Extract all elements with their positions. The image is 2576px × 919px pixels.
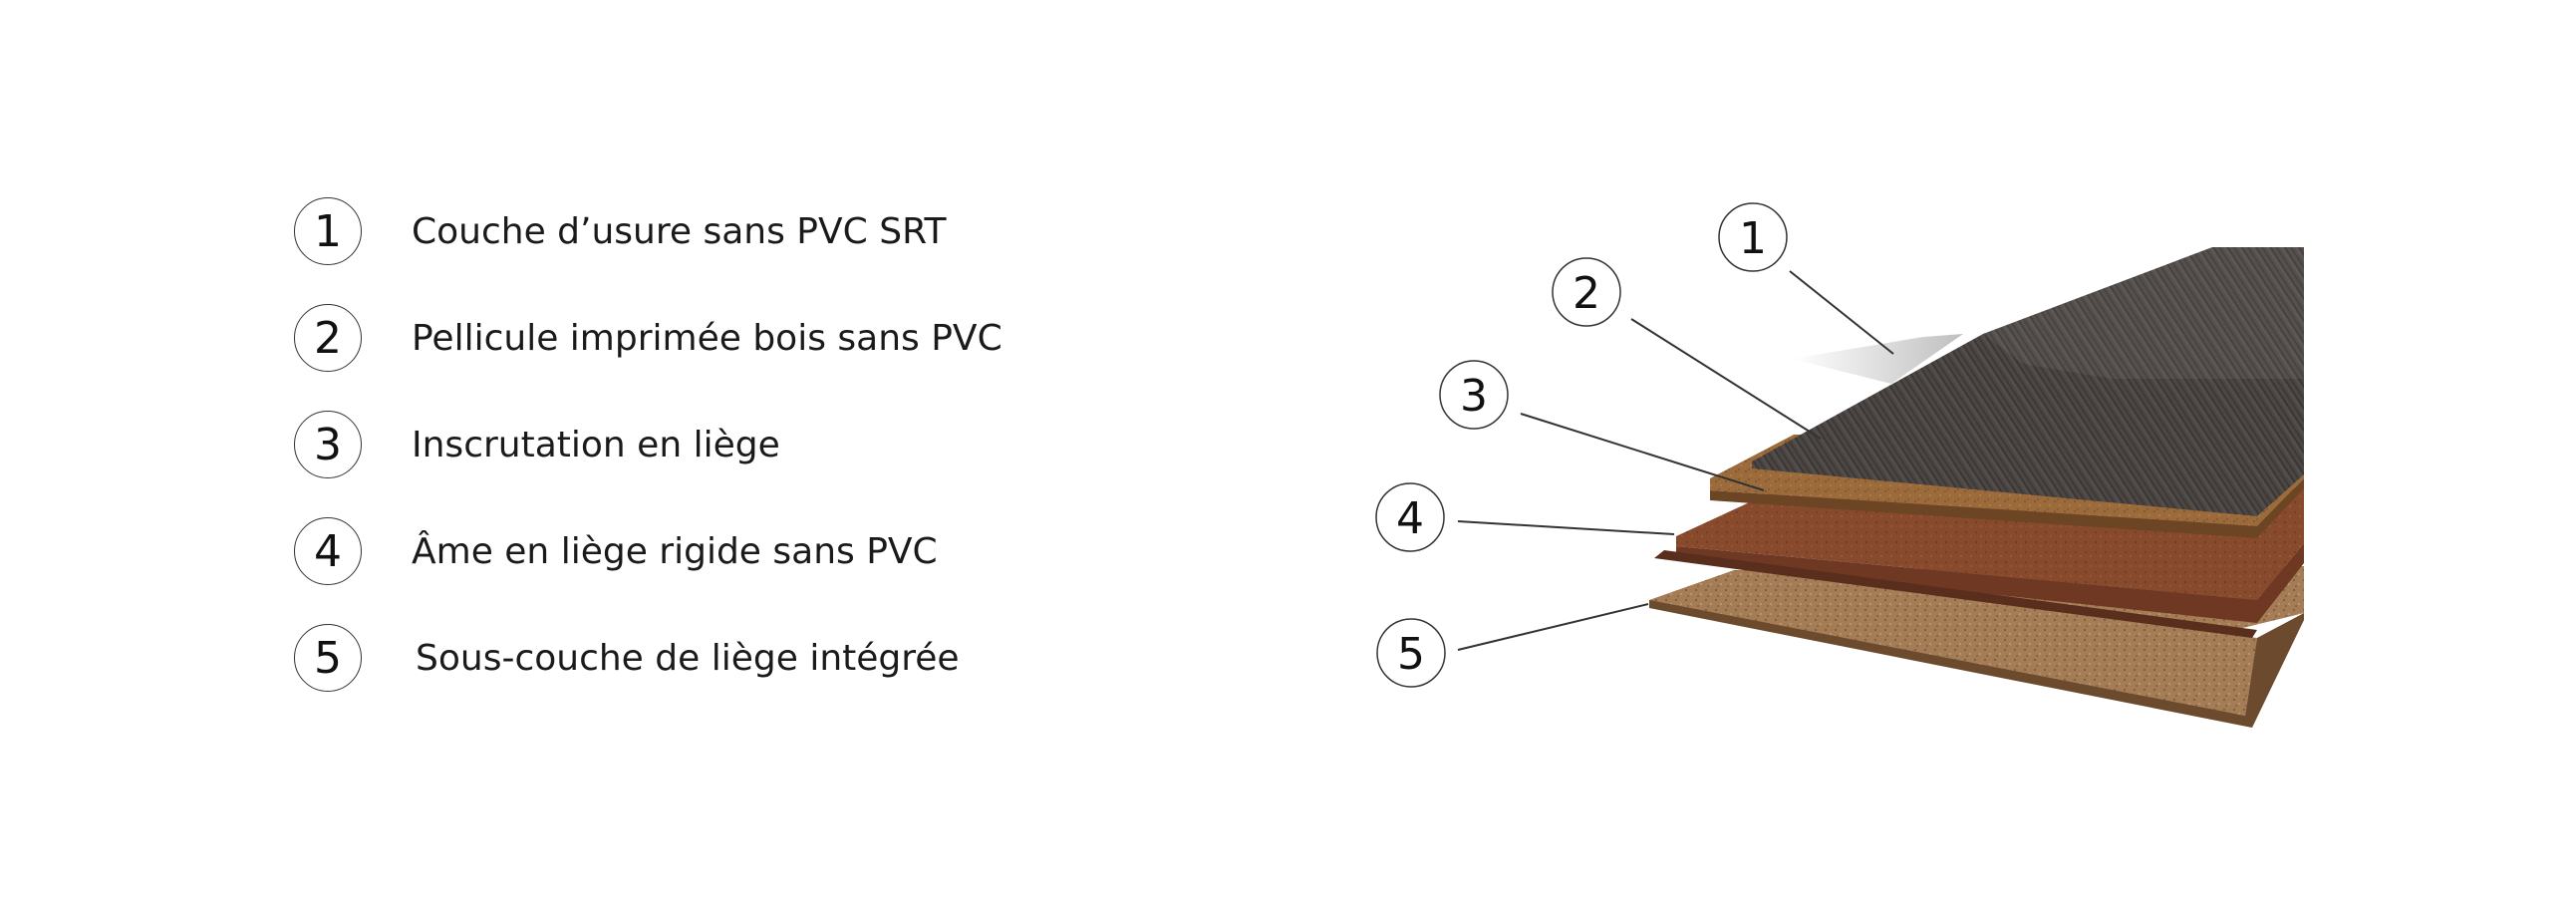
callout-5: 5: [1376, 618, 1446, 688]
callout-4: 4: [1375, 482, 1445, 552]
legend-number-badge: 2: [294, 304, 362, 372]
leader-line-5: [1457, 603, 1649, 651]
legend-number-badge: 4: [294, 517, 362, 585]
leader-lines: [1457, 270, 1894, 651]
layer-wood-film: [1752, 247, 2304, 516]
legend-label: Âme en liège rigide sans PVC: [412, 530, 938, 572]
legend-item-cork-underlay: 5 Sous-couche de liège intégrée: [294, 622, 960, 694]
leader-line-2: [1630, 318, 1822, 440]
legend-label: Pellicule imprimée bois sans PVC: [412, 317, 1002, 359]
legend-item-wear-layer: 1 Couche d’usure sans PVC SRT: [294, 195, 946, 267]
legend-item-printed-film: 2 Pellicule imprimée bois sans PVC: [294, 302, 1002, 374]
leader-line-4: [1457, 520, 1675, 535]
leader-line-3: [1520, 413, 1765, 491]
legend-label: Inscrutation en liège: [412, 424, 780, 465]
legend-label: Sous-couche de liège intégrée: [416, 637, 960, 679]
callout-number: 2: [1573, 268, 1600, 319]
floor-layers-illustration: 1 2 3 4 5: [1325, 169, 2342, 738]
legend-number-badge: 3: [294, 411, 362, 478]
callout-number: 1: [1739, 213, 1767, 264]
callout-number: 5: [1397, 629, 1425, 680]
callout-3: 3: [1439, 360, 1509, 430]
legend-number-badge: 1: [294, 197, 362, 265]
leader-line-1: [1789, 270, 1894, 355]
callout-number: 3: [1460, 371, 1488, 422]
callout-2: 2: [1552, 257, 1621, 327]
legend-item-cork-inlay: 3 Inscrutation en liège: [294, 409, 780, 480]
layer-legend: 1 Couche d’usure sans PVC SRT 2 Pellicul…: [0, 0, 1096, 919]
callout-1: 1: [1718, 202, 1788, 272]
legend-item-cork-core: 4 Âme en liège rigide sans PVC: [294, 515, 938, 587]
floor-layers-svg: 1 2 3 4 5: [1375, 202, 2304, 728]
legend-number-badge: 5: [294, 624, 362, 692]
legend-label: Couche d’usure sans PVC SRT: [412, 210, 947, 252]
layer-wear-peel: [1792, 334, 1963, 384]
callout-number: 4: [1396, 493, 1424, 544]
